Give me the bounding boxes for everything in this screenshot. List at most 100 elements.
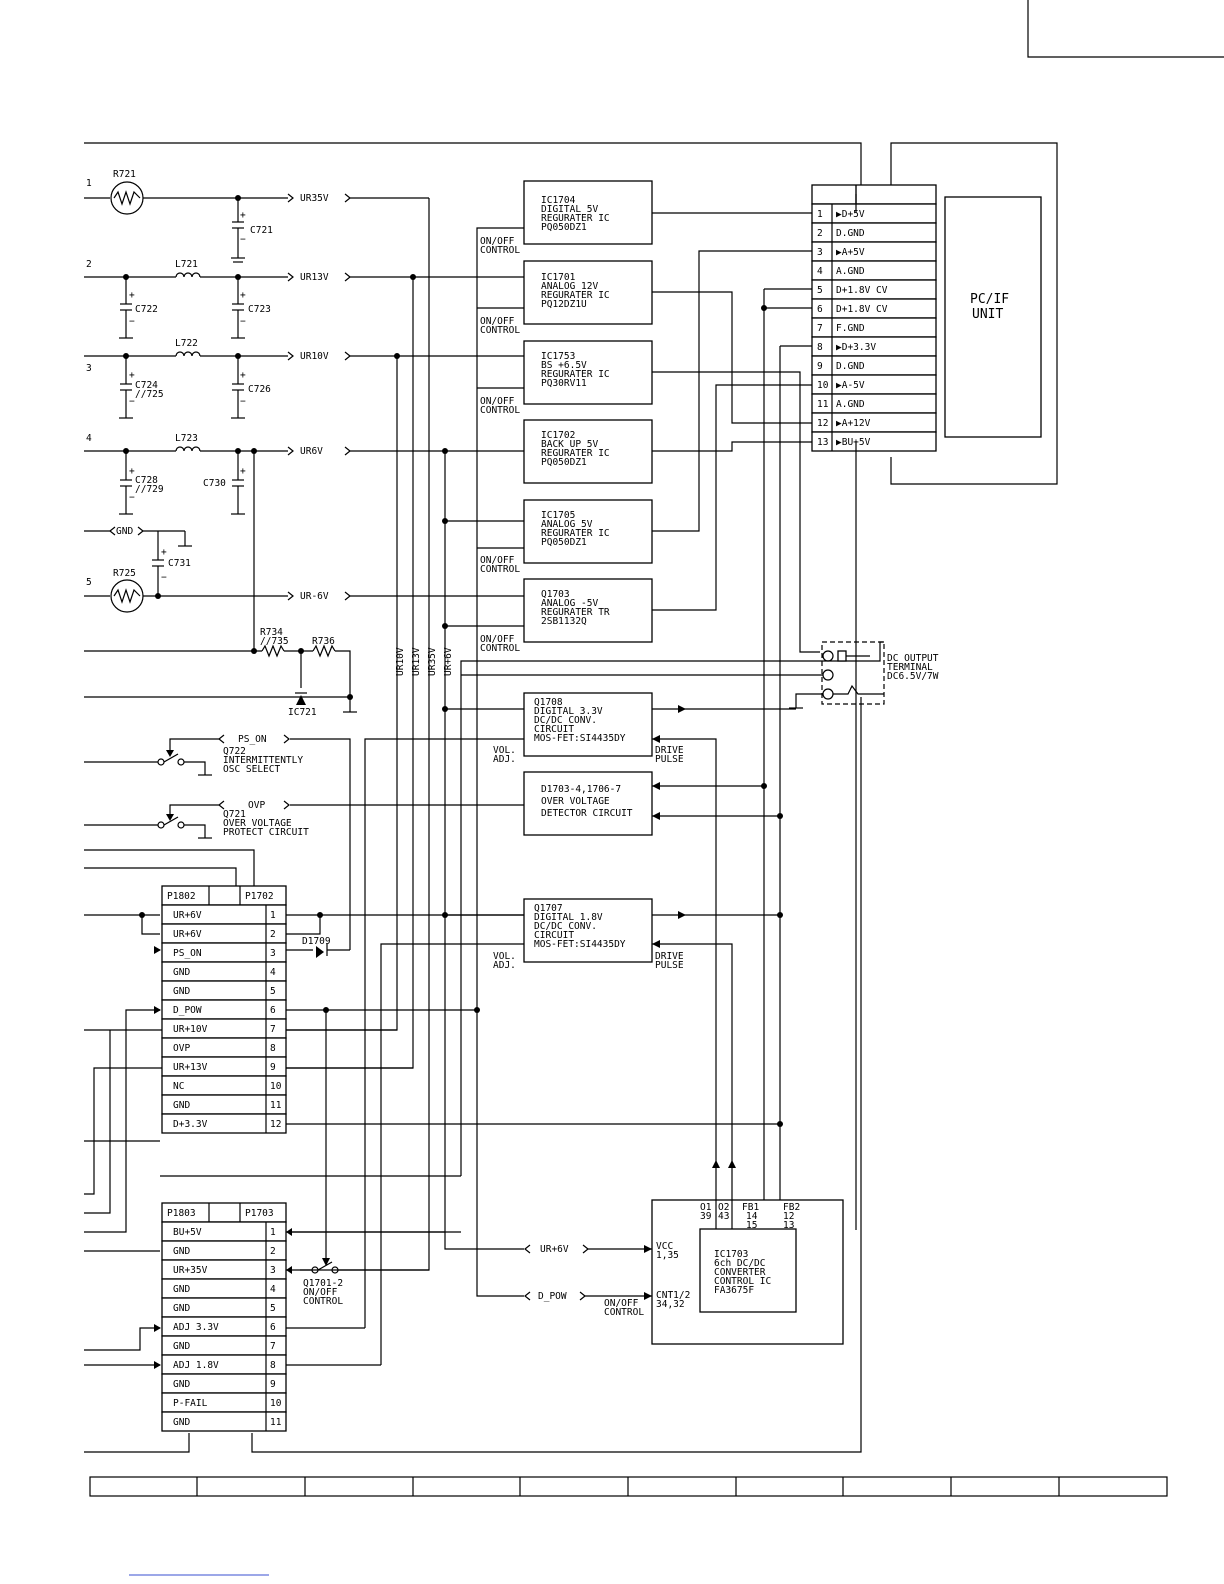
ovp-label: OVP [248, 800, 265, 811]
dcdc-q1707: Q1707 DIGITAL 1.8V DC/DC CONV. CIRCUIT M… [380, 898, 733, 1365]
pin-number: 9 [817, 361, 823, 372]
svg-text:−: − [240, 234, 246, 245]
svg-text:2SB1132Q: 2SB1132Q [541, 616, 587, 627]
pin-name: GND [173, 967, 190, 978]
pcif-outline [890, 142, 1058, 485]
dc-output-label: DC OUTPUT [887, 653, 939, 664]
svg-text:UR+6V: UR+6V [443, 647, 454, 676]
regulator-ic1702: IC1702 BACK UP 5V REGURATER IC PQ050DZ1 [523, 419, 653, 484]
svg-text:FB1: FB1 [742, 1202, 759, 1213]
thermistor-r721 [110, 181, 144, 215]
pin-number: 4 [817, 266, 823, 277]
svg-text:INTERMITTENTLY: INTERMITTENTLY [223, 755, 303, 766]
svg-text:39: 39 [700, 1211, 712, 1222]
pin-number: 7 [270, 1024, 276, 1035]
l723-label: L723 [175, 433, 198, 444]
svg-text:Q1708: Q1708 [534, 697, 563, 708]
svg-text:DC6.5V/7W: DC6.5V/7W [887, 671, 939, 682]
svg-text:PQ050DZ1: PQ050DZ1 [541, 222, 587, 233]
c728-label: C728 [135, 475, 158, 486]
c731-label: C731 [168, 558, 191, 569]
svg-text:ON/OFF: ON/OFF [480, 316, 515, 327]
svg-text:DIGITAL 1.8V: DIGITAL 1.8V [534, 912, 603, 923]
svg-text:CIRCUIT: CIRCUIT [534, 724, 574, 735]
page-frame-corner [1027, 0, 1224, 58]
p1803-gnd-return [84, 1433, 190, 1453]
pin-number: 2 [270, 1246, 276, 1257]
svg-text:ON/OFF: ON/OFF [480, 634, 515, 645]
pin-name: NC [173, 1081, 184, 1092]
svg-text:ADJ.: ADJ. [493, 754, 516, 765]
regulator-ic1705: IC1705 ANALOG 5V REGURATER IC PQ050DZ1 O… [480, 499, 653, 575]
svg-text:−: − [161, 572, 167, 583]
svg-text:DC/DC CONV.: DC/DC CONV. [534, 715, 597, 726]
pin-name: ▶BU+5V [836, 437, 871, 448]
c722-label: C722 [135, 304, 158, 315]
svg-text:CONTROL: CONTROL [303, 1296, 343, 1307]
svg-text:CONTROL: CONTROL [480, 643, 520, 654]
svg-text:ANALOG 5V: ANALOG 5V [541, 519, 593, 530]
svg-text:PQ050DZ1: PQ050DZ1 [541, 537, 587, 548]
svg-text:DRIVE: DRIVE [655, 745, 684, 756]
p1802-row: NC 10 [161, 1075, 287, 1096]
ovp-signal: OVP Q721 OVER VOLTAGE PROTECT CIRCUIT [84, 800, 524, 839]
svg-text:CONTROL IC: CONTROL IC [714, 1276, 771, 1287]
svg-text:VOL.: VOL. [493, 745, 516, 756]
controller-ic1703: IC1703 6ch DC/DC CONVERTER CONTROL IC FA… [444, 1010, 844, 1345]
pin-name: D+1.8V CV [836, 285, 888, 296]
svg-text:OSC SELECT: OSC SELECT [223, 764, 280, 775]
svg-text:+: + [240, 370, 246, 381]
pin-name: D.GND [836, 361, 865, 372]
svg-text:TERMINAL: TERMINAL [887, 662, 933, 673]
svg-text:UR+6V: UR+6V [540, 1244, 569, 1255]
r736-label: R736 [312, 636, 335, 647]
svg-text:−: − [129, 396, 135, 407]
pin-number: 10 [270, 1398, 282, 1409]
pin-name: UR+13V [173, 1062, 208, 1073]
input-rail-5: 5 R725 UR-6V [84, 568, 524, 613]
pin-name: GND [173, 986, 190, 997]
pin-name: GND [173, 1341, 190, 1352]
svg-text:−: − [129, 316, 135, 327]
svg-text:CIRCUIT: CIRCUIT [534, 930, 574, 941]
svg-text:IC1705: IC1705 [541, 510, 575, 521]
p1802-row: GND 4 [161, 961, 287, 982]
pin-number: 4 [270, 967, 276, 978]
gnd-line: GND +− C731 [84, 526, 192, 596]
svg-text:+: + [129, 370, 135, 381]
svg-text:CONTROL: CONTROL [480, 245, 520, 256]
pcif-row: 10▶A-5V [811, 374, 937, 395]
pin-name: D+1.8V CV [836, 304, 888, 315]
pin-name: D+3.3V [173, 1119, 208, 1130]
pin-number: 2 [270, 929, 276, 940]
svg-text:CONTROL: CONTROL [480, 405, 520, 416]
svg-text:REGURATER IC: REGURATER IC [541, 448, 610, 459]
input-number: 4 [86, 433, 92, 444]
svg-text:+: + [240, 210, 246, 221]
pin-number: 10 [270, 1081, 282, 1092]
r734-label: R734 [260, 627, 283, 638]
pin-name: ▶A+5V [836, 247, 865, 258]
svg-text:REGURATER IC: REGURATER IC [541, 290, 610, 301]
p1803-label: P1803 [167, 1208, 196, 1219]
pin-number: 1 [817, 209, 823, 220]
svg-text:PQ12DZ1U: PQ12DZ1U [541, 299, 587, 310]
p1802-label: P1802 [167, 891, 196, 902]
input-number: 3 [86, 363, 92, 374]
svg-text:34,32: 34,32 [656, 1299, 685, 1310]
svg-text:ON/OFF: ON/OFF [480, 555, 515, 566]
svg-text:Q1703: Q1703 [541, 589, 570, 600]
